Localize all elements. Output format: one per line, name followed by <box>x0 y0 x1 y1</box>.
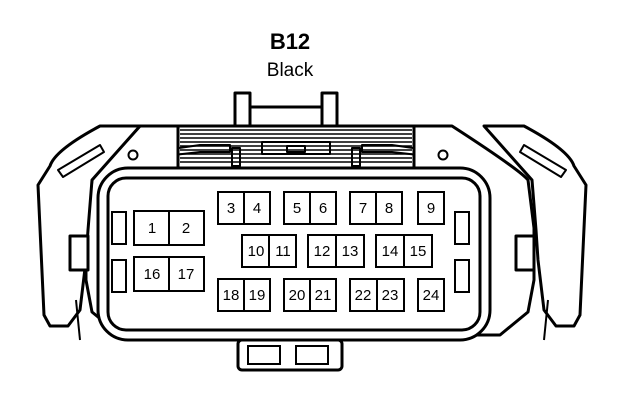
face-key-left-upper <box>111 211 127 245</box>
pin-15-label: 15 <box>410 243 427 260</box>
connector-color: Black <box>267 60 314 81</box>
face-key-right-upper <box>454 211 470 245</box>
pin-5-label: 5 <box>293 200 301 217</box>
pin-9-label: 9 <box>427 200 435 217</box>
pin-2-label: 2 <box>182 220 190 237</box>
pin-17-label: 17 <box>178 266 195 283</box>
pin-3-label: 3 <box>227 200 235 217</box>
connector-name: B12 <box>270 29 310 54</box>
pin-12-label: 12 <box>314 243 331 260</box>
mounting-hole-left <box>127 149 139 161</box>
face-key-right-lower <box>454 259 470 293</box>
pin-1-label: 1 <box>148 220 156 237</box>
pin-19-label: 19 <box>249 287 266 304</box>
pin-cavities <box>133 191 445 312</box>
pin-22-label: 22 <box>355 287 372 304</box>
pin-20-label: 20 <box>289 287 306 304</box>
top-latch <box>164 91 428 170</box>
side-tab-left <box>68 234 90 272</box>
pin-18-label: 18 <box>223 287 240 304</box>
pin-6-label: 6 <box>319 200 327 217</box>
pin-11-label: 11 <box>275 243 291 260</box>
mounting-hole-right <box>437 149 449 161</box>
pin-16-label: 16 <box>144 266 161 283</box>
pin-8-label: 8 <box>385 200 393 217</box>
pin-10-label: 10 <box>248 243 265 260</box>
face-key-left-lower <box>111 259 127 293</box>
pin-23-label: 23 <box>382 287 399 304</box>
pin-21-label: 21 <box>315 287 332 304</box>
pin-4-label: 4 <box>253 200 261 217</box>
pin-7-label: 7 <box>359 200 367 217</box>
bottom-tab <box>236 338 344 372</box>
side-tab-right <box>514 234 536 272</box>
pin-labels: 1 2 3 4 5 6 7 8 9 10 11 12 13 14 15 16 1… <box>144 200 440 304</box>
pin-14-label: 14 <box>382 243 399 260</box>
pin-24-label: 24 <box>423 287 440 304</box>
pin-13-label: 13 <box>342 243 359 260</box>
